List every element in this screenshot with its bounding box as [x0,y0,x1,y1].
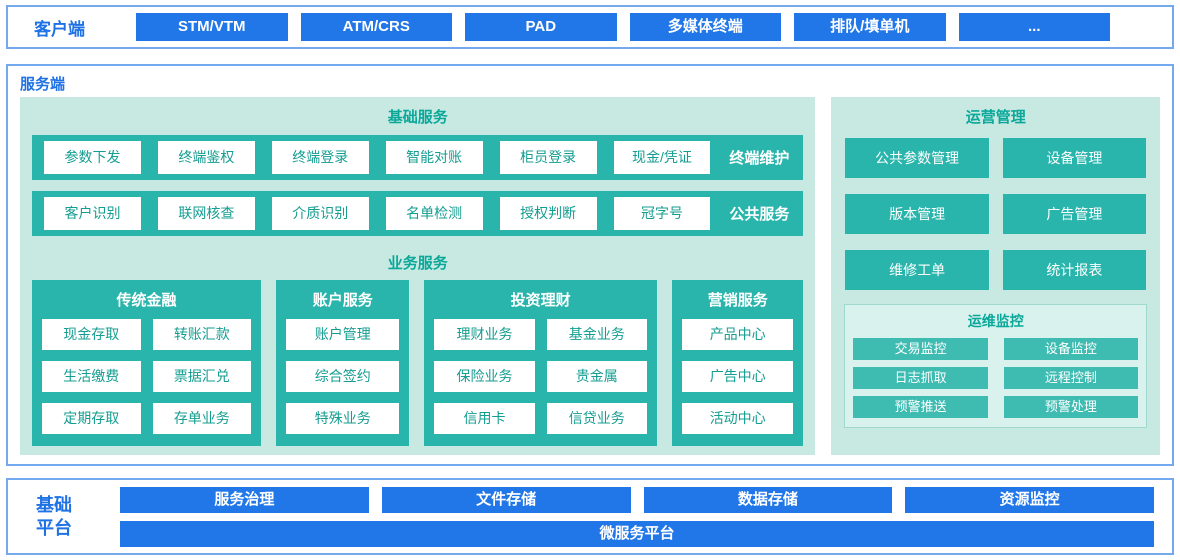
microservice-platform-button[interactable]: 微服务平台 [120,520,1154,547]
ops-button[interactable]: 广告管理 [1002,194,1146,234]
monitoring-title: 运维监控 [967,313,1024,329]
monitor-button[interactable]: 日志抓取 [853,367,988,389]
business-item[interactable]: 特殊业务 [286,403,400,434]
group-grid: 理财业务 基金业务 保险业务 贵金属 信用卡 信贷业务 [434,319,647,434]
basic-service-item[interactable]: 授权判断 [499,197,597,230]
monitor-button[interactable]: 预警处理 [1003,396,1138,418]
platform-buttons: 服务治理 文件存储 数据存储 资源监控 微服务平台 [120,486,1154,547]
terminal-maintenance-bar: 参数下发 终端鉴权 终端登录 智能对账 柜员登录 现金/凭证 终端维护 [32,135,804,180]
client-terminal-list: STM/VTM ATM/CRS PAD 多媒体终端 排队/填单机 ... [136,13,1110,41]
business-item[interactable]: 票据汇兑 [152,361,252,392]
business-item[interactable]: 贵金属 [546,361,647,392]
monitoring-panel: 运维监控 交易监控 设备监控 日志抓取 远程控制 预警推送 预警处理 [844,304,1147,428]
platform-section: 基础平台 服务治理 文件存储 数据存储 资源监控 微服务平台 [6,478,1174,555]
business-item[interactable]: 生活缴费 [42,361,141,392]
terminal-stm-vtm-button[interactable]: STM/VTM [136,13,288,41]
ops-button[interactable]: 公共参数管理 [845,138,989,178]
group-title: 投资理财 [510,292,571,309]
business-item[interactable]: 产品中心 [681,319,794,350]
basic-service-item[interactable]: 柜员登录 [499,141,597,174]
terminal-more-button[interactable]: ... [958,13,1110,41]
resource-monitor-button[interactable]: 资源监控 [905,486,1154,513]
services-panel: 基础服务 参数下发 终端鉴权 终端登录 智能对账 柜员登录 现金/凭证 终端维护… [20,97,816,455]
group-grid: 账户管理 综合签约 特殊业务 [286,319,400,434]
group-title: 营销服务 [707,292,768,309]
platform-label: 基础平台 [36,494,72,538]
server-label: 服务端 [20,76,66,93]
terminal-maintenance-tag: 终端维护 [729,150,790,167]
operations-title: 运营管理 [965,109,1026,126]
business-services-title: 业务服务 [387,255,448,272]
business-item[interactable]: 现金存取 [42,319,141,350]
business-item[interactable]: 活动中心 [681,403,794,434]
basic-service-item[interactable]: 冠字号 [613,197,711,230]
business-group-investment: 投资理财 理财业务 基金业务 保险业务 贵金属 信用卡 信贷业务 [424,280,657,446]
business-item[interactable]: 信用卡 [434,403,535,434]
monitor-button[interactable]: 设备监控 [1003,338,1138,360]
business-group-account-services: 账户服务 账户管理 综合签约 特殊业务 [276,280,410,446]
basic-services-title: 基础服务 [387,109,448,126]
public-service-tag: 公共服务 [729,206,790,223]
business-item[interactable]: 广告中心 [681,361,794,392]
platform-row: 服务治理 文件存储 数据存储 资源监控 [120,486,1154,513]
business-group-marketing: 营销服务 产品中心 广告中心 活动中心 [671,280,804,446]
terminal-queue-button[interactable]: 排队/填单机 [794,13,946,41]
client-label: 客户端 [34,19,85,39]
server-section: 服务端 基础服务 参数下发 终端鉴权 终端登录 智能对账 柜员登录 现金/凭证 … [6,64,1174,466]
business-item[interactable]: 基金业务 [546,319,647,350]
terminal-atm-crs-button[interactable]: ATM/CRS [300,13,452,41]
service-governance-button[interactable]: 服务治理 [120,486,369,513]
monitor-button[interactable]: 交易监控 [853,338,988,360]
basic-service-item[interactable]: 终端登录 [271,141,369,174]
business-item[interactable]: 账户管理 [286,319,400,350]
basic-service-item[interactable]: 客户识别 [44,197,141,230]
business-item[interactable]: 存单业务 [152,403,252,434]
business-item[interactable]: 保险业务 [434,361,535,392]
ops-button[interactable]: 统计报表 [1002,250,1146,290]
data-storage-button[interactable]: 数据存储 [643,486,893,513]
ops-button[interactable]: 版本管理 [845,194,989,234]
terminal-multimedia-button[interactable]: 多媒体终端 [629,13,781,41]
operations-grid: 公共参数管理 设备管理 版本管理 广告管理 维修工单 统计报表 [845,138,1146,290]
monitor-button[interactable]: 远程控制 [1003,367,1138,389]
business-item[interactable]: 信贷业务 [546,403,647,434]
business-item[interactable]: 转账汇款 [152,319,252,350]
basic-service-item[interactable]: 名单检测 [385,197,483,230]
monitor-button[interactable]: 预警推送 [853,396,988,418]
terminal-pad-button[interactable]: PAD [465,13,617,41]
basic-service-item[interactable]: 参数下发 [44,141,141,174]
ops-button[interactable]: 维修工单 [845,250,989,290]
operations-panel: 运营管理 公共参数管理 设备管理 版本管理 广告管理 维修工单 统计报表 运维监… [831,97,1160,455]
business-group-traditional-finance: 传统金融 现金存取 转账汇款 生活缴费 票据汇兑 定期存取 存单业务 [32,280,262,446]
business-item[interactable]: 综合签约 [286,361,400,392]
basic-service-item[interactable]: 终端鉴权 [157,141,255,174]
server-content: 基础服务 参数下发 终端鉴权 终端登录 智能对账 柜员登录 现金/凭证 终端维护… [8,97,1172,455]
client-section: 客户端 STM/VTM ATM/CRS PAD 多媒体终端 排队/填单机 ... [6,5,1174,49]
basic-service-item[interactable]: 联网核查 [157,197,255,230]
basic-service-item[interactable]: 智能对账 [385,141,483,174]
ops-button[interactable]: 设备管理 [1002,138,1146,178]
basic-service-item[interactable]: 介质识别 [271,197,369,230]
group-title: 传统金融 [116,292,177,309]
monitoring-grid: 交易监控 设备监控 日志抓取 远程控制 预警推送 预警处理 [853,338,1138,418]
business-item[interactable]: 理财业务 [434,319,535,350]
basic-service-item[interactable]: 现金/凭证 [613,141,711,174]
business-item[interactable]: 定期存取 [42,403,141,434]
group-title: 账户服务 [312,292,373,309]
business-groups: 传统金融 现金存取 转账汇款 生活缴费 票据汇兑 定期存取 存单业务 账户服务 … [32,280,804,446]
file-storage-button[interactable]: 文件存储 [381,486,631,513]
group-grid: 产品中心 广告中心 活动中心 [681,319,794,434]
group-grid: 现金存取 转账汇款 生活缴费 票据汇兑 定期存取 存单业务 [42,319,252,434]
public-service-bar: 客户识别 联网核查 介质识别 名单检测 授权判断 冠字号 公共服务 [32,191,804,236]
